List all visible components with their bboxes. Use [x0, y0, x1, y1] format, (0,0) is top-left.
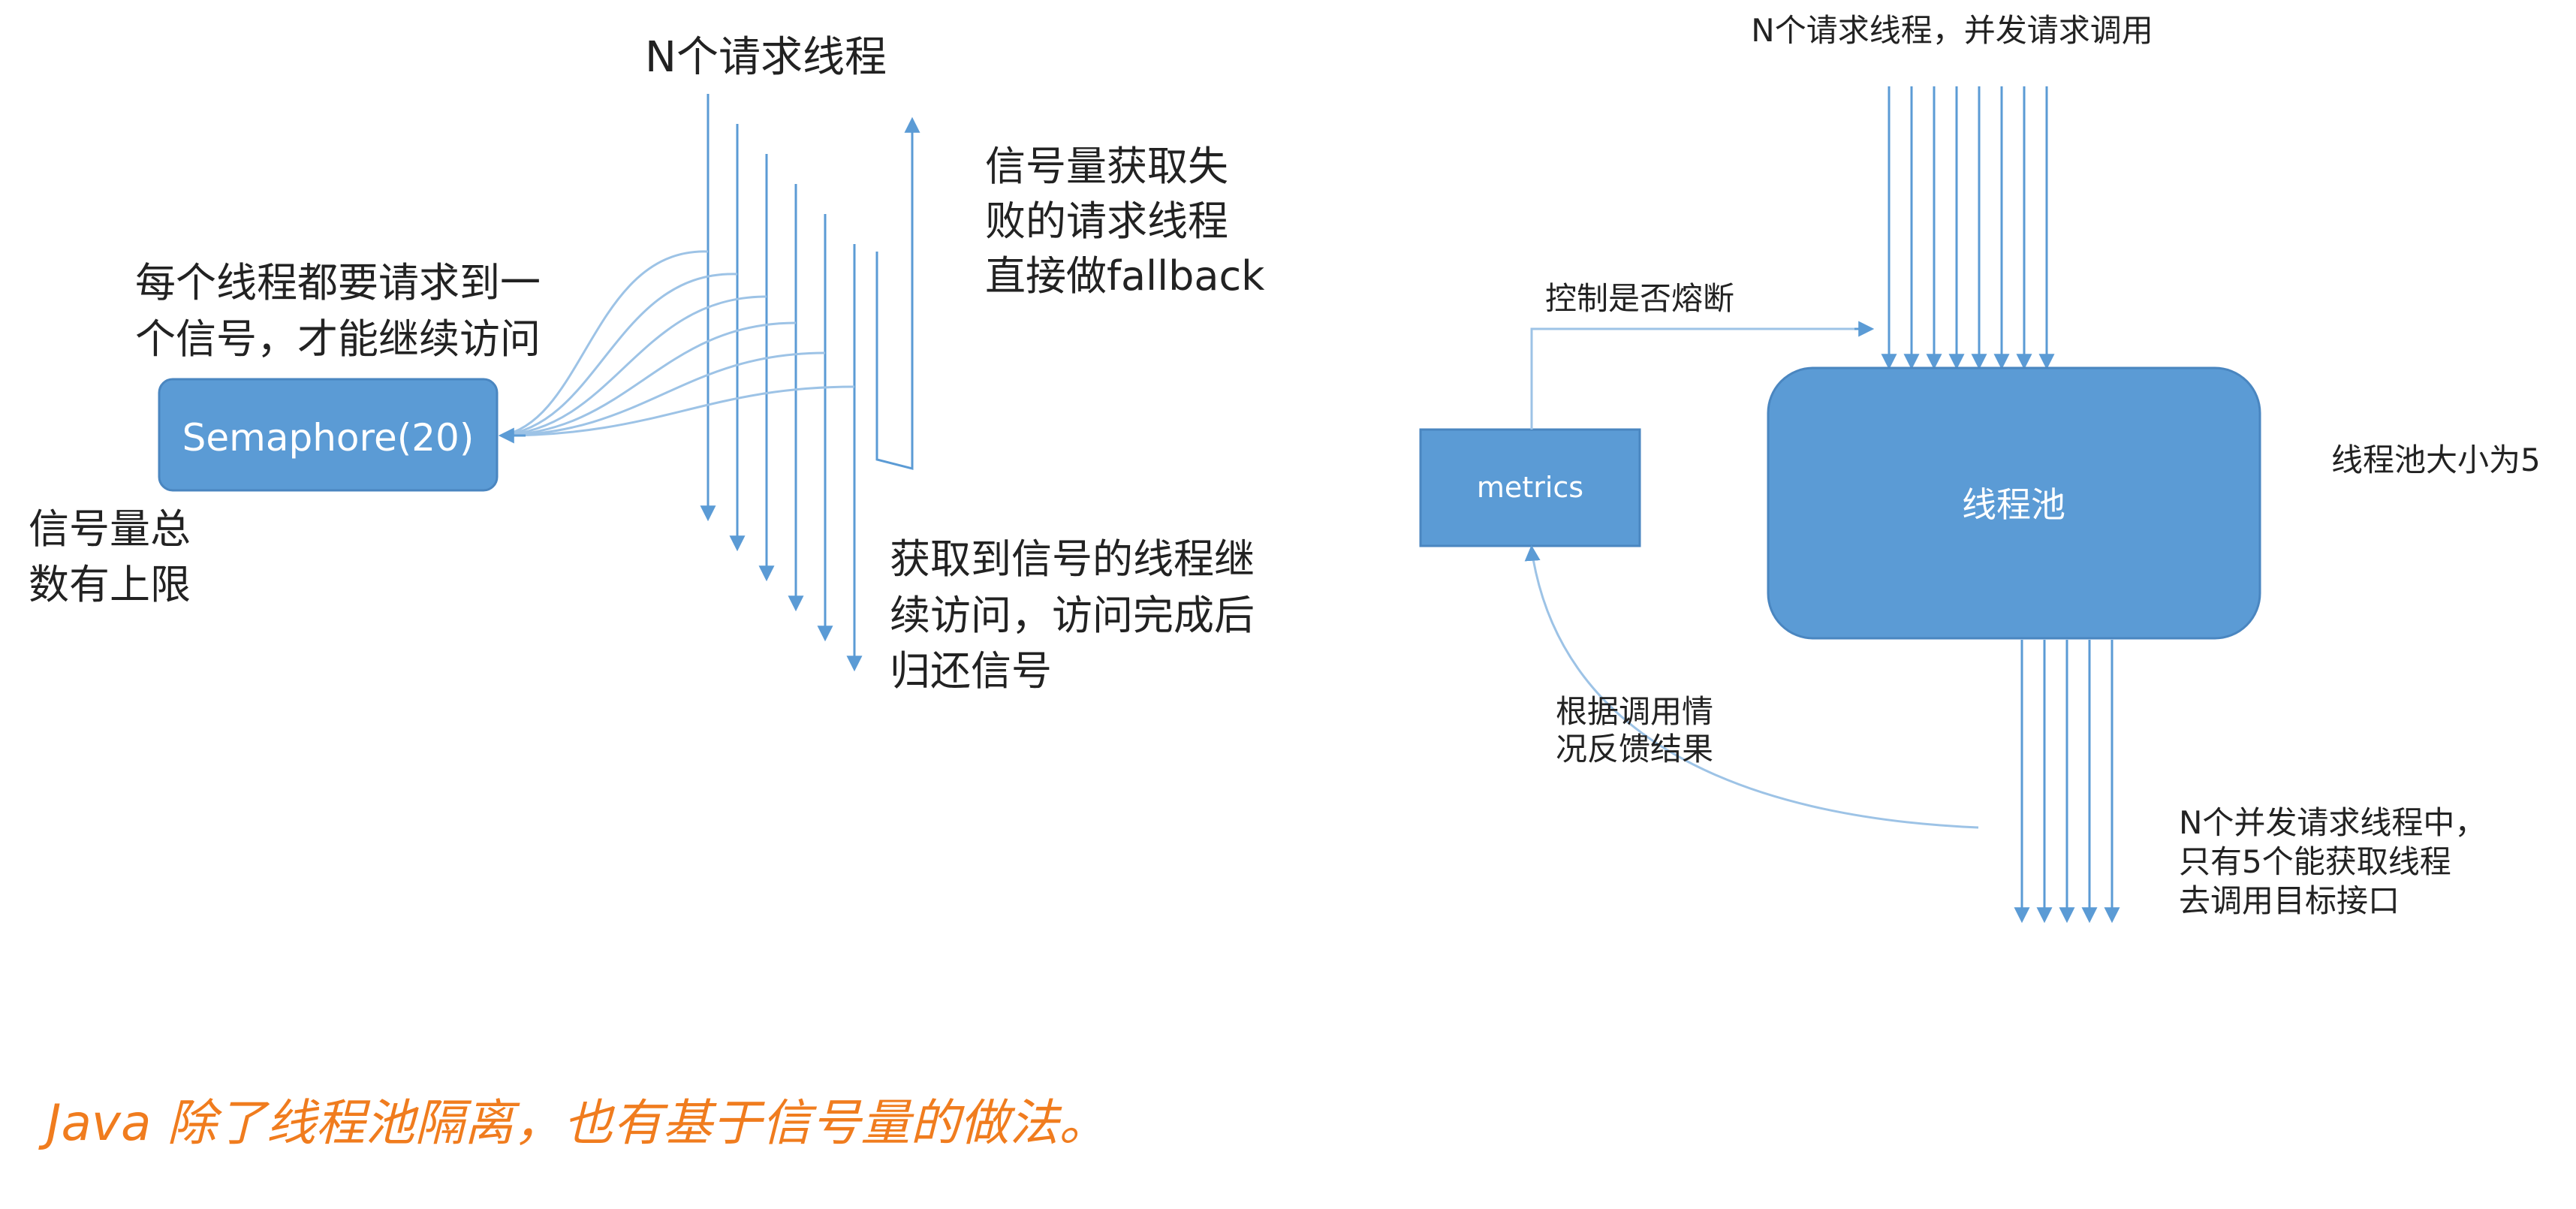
feedback-label-line: 根据调用情: [1556, 693, 1713, 730]
thread-pool-label: 线程池: [1962, 484, 2065, 525]
output-note-line: 去调用目标接口: [2179, 882, 2400, 919]
left-diagram: N个请求线程 Semaphore(20) 每个线程都要请求到一: [29, 33, 1265, 695]
control-line: [1530, 327, 1867, 430]
request-curve: [501, 273, 738, 437]
outgoing-thread-arrows: [2014, 640, 2120, 924]
note-limit-line: 信号量总: [29, 505, 191, 553]
note-each-thread: 每个线程都要请求到一 个信号，才能继续访问: [135, 259, 541, 363]
note-fail: 信号量获取失 败的请求线程 直接做fallback: [985, 143, 1265, 300]
request-curve: [501, 321, 797, 437]
feedback-curve: [1530, 549, 1979, 829]
feedback-label-line: 况反馈结果: [1556, 731, 1713, 767]
output-note-line: 只有5个能获取线程: [2179, 843, 2451, 880]
semaphore-label: Semaphore(20): [182, 416, 475, 460]
output-note-line: N个并发请求线程中，: [2179, 804, 2486, 841]
right-diagram: N个请求线程，并发请求调用 线程池 线程池大小为5 metrics: [1419, 12, 2541, 924]
note-each-thread-line: 每个线程都要请求到一: [135, 259, 541, 306]
right-title: N个请求线程，并发请求调用: [1751, 12, 2153, 49]
note-fail-line: 直接做fallback: [985, 252, 1265, 300]
semaphore-request-curves: [498, 250, 855, 444]
thread-pool-box: [1767, 366, 2261, 640]
pool-size-label: 线程池大小为5: [2331, 442, 2541, 478]
note-fail-line: 信号量获取失: [985, 143, 1228, 190]
note-success: 获取到信号的线程继 续访问，访问完成后 归还信号: [890, 535, 1255, 695]
note-success-line: 续访问，访问完成后: [890, 592, 1255, 639]
note-success-line: 获取到信号的线程继: [890, 535, 1255, 583]
fallback-arrow: [875, 116, 920, 470]
semaphore-box: [158, 378, 499, 492]
note-fail-line: 败的请求线程: [985, 197, 1228, 245]
request-curve: [501, 385, 855, 437]
left-title: N个请求线程: [645, 33, 887, 82]
metrics-box: [1419, 428, 1641, 547]
note-success-line: 归还信号: [890, 647, 1052, 695]
incoming-thread-arrows: [1881, 86, 2055, 370]
note-limit: 信号量总 数有上限: [29, 505, 191, 608]
note-each-thread-line: 个信号，才能继续访问: [135, 315, 541, 363]
left-thread-arrows: [700, 94, 863, 672]
request-curve: [501, 250, 709, 437]
caption-text: Java 除了线程池隔离，也有基于信号量的做法。: [38, 1094, 1108, 1152]
metrics-label: metrics: [1477, 471, 1583, 504]
request-curve: [501, 351, 826, 437]
output-note: N个并发请求线程中， 只有5个能获取线程 去调用目标接口: [2179, 804, 2486, 919]
request-curve: [501, 295, 767, 437]
control-label: 控制是否熔断: [1545, 280, 1734, 317]
note-limit-line: 数有上限: [29, 561, 191, 608]
